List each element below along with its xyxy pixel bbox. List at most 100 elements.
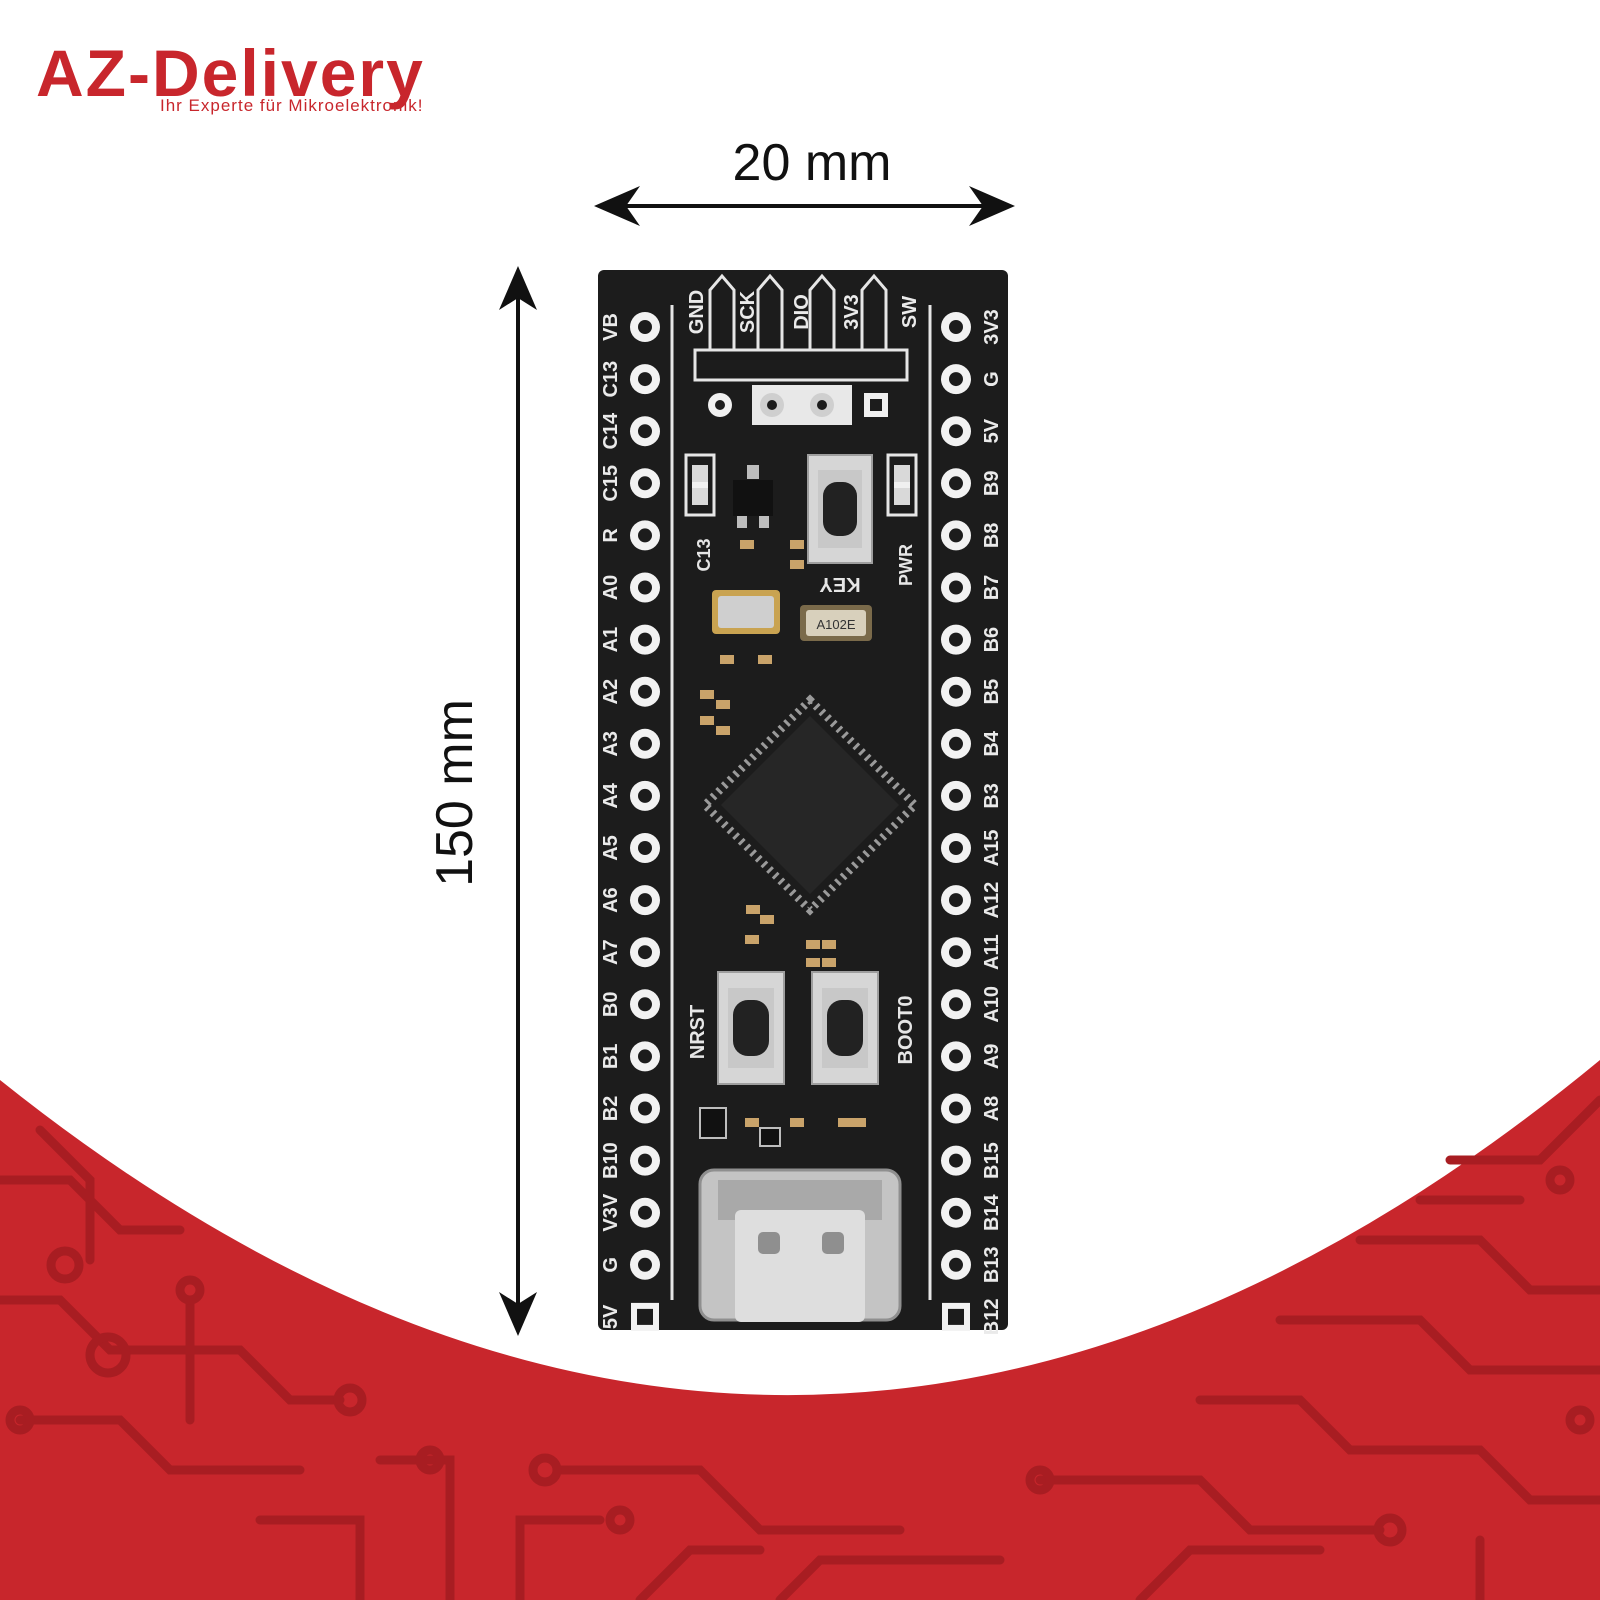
brand-logo: AZ-Delivery Ihr Experte für Mikroelektro… bbox=[36, 36, 425, 115]
right-pin-label: B7 bbox=[981, 575, 1003, 601]
right-pin-b6 bbox=[941, 624, 971, 655]
smd-component bbox=[838, 1118, 852, 1127]
left-pin-label: A1 bbox=[600, 627, 622, 653]
left-pin-label: B0 bbox=[600, 992, 622, 1018]
stm32-board: VBC13C14C15RA0A1A2A3A4A5A6A7B0B1B2B10V3V… bbox=[598, 270, 1008, 1335]
left-pin-a6 bbox=[630, 885, 660, 916]
right-pin-b15 bbox=[941, 1145, 971, 1176]
left-pin-label: A6 bbox=[600, 887, 622, 913]
right-pin-b14 bbox=[941, 1197, 971, 1228]
nrst-label: NRST bbox=[687, 1005, 709, 1059]
debug-pin-label: DIO bbox=[791, 294, 813, 330]
left-pin-a5 bbox=[630, 833, 660, 863]
led-c13 bbox=[684, 453, 716, 517]
left-pin-c14 bbox=[630, 416, 660, 447]
left-pin-label: B2 bbox=[600, 1096, 622, 1122]
right-pin-label: B12 bbox=[981, 1299, 1003, 1336]
left-pin-b10 bbox=[630, 1145, 660, 1176]
left-pin-a2 bbox=[630, 676, 660, 707]
height-label: 150 mm bbox=[426, 699, 484, 887]
brand-tagline: Ihr Experte für Mikroelektronik! bbox=[160, 96, 423, 115]
left-pin-a0 bbox=[630, 572, 660, 603]
left-pin-label: C13 bbox=[600, 361, 622, 398]
right-pin-a11 bbox=[941, 937, 971, 968]
left-pin-label: A5 bbox=[600, 835, 622, 861]
voltage-regulator bbox=[733, 480, 773, 516]
smd-component bbox=[790, 560, 804, 569]
right-pin-label: A11 bbox=[981, 934, 1003, 970]
right-pin-label: B14 bbox=[981, 1193, 1003, 1231]
right-pin-label: B3 bbox=[981, 783, 1003, 809]
left-pin-label: R bbox=[600, 528, 622, 543]
left-pin-label: C15 bbox=[600, 465, 622, 502]
left-pin-label: A2 bbox=[600, 679, 622, 705]
right-pin-b13 bbox=[941, 1249, 971, 1280]
smd-component bbox=[852, 1118, 866, 1127]
right-pin-a9 bbox=[941, 1041, 971, 1072]
key-label: KEY bbox=[819, 573, 861, 595]
right-pin-g bbox=[941, 364, 971, 395]
right-pin-label: A10 bbox=[981, 986, 1003, 1023]
boot0-label: BOOT0 bbox=[895, 996, 917, 1065]
arrow-right-icon bbox=[969, 186, 1015, 226]
left-pin-a4 bbox=[630, 780, 660, 811]
smd-component bbox=[790, 1118, 804, 1127]
crystal-32khz: A102E bbox=[800, 605, 872, 641]
right-pin-label: A12 bbox=[981, 882, 1003, 919]
smd-component bbox=[790, 540, 804, 549]
left-pin-label: C14 bbox=[600, 412, 622, 450]
right-pin-a12 bbox=[941, 885, 971, 916]
right-pin-label: A9 bbox=[981, 1044, 1003, 1070]
right-pin-label: B8 bbox=[981, 523, 1003, 549]
right-pin-b3 bbox=[941, 780, 971, 811]
arrow-up-icon bbox=[499, 266, 537, 310]
right-pin-b8 bbox=[941, 520, 971, 551]
crystal-label: A102E bbox=[816, 617, 855, 632]
smd-component bbox=[760, 915, 774, 924]
right-pin-label: B6 bbox=[981, 627, 1003, 653]
left-pin-label: 5V bbox=[600, 1304, 622, 1329]
right-pin-3v3 bbox=[941, 312, 971, 342]
left-pin-b2 bbox=[630, 1093, 660, 1124]
smd-ic bbox=[699, 1107, 727, 1139]
right-pin-b9 bbox=[941, 468, 971, 499]
left-pin-c15 bbox=[630, 468, 660, 499]
left-pin-g bbox=[630, 1249, 660, 1280]
smd-component bbox=[745, 935, 759, 944]
smd-component bbox=[822, 940, 836, 949]
right-pin-a8 bbox=[941, 1093, 971, 1124]
smd-component bbox=[740, 540, 754, 549]
key-button bbox=[807, 454, 873, 564]
right-pin-header: 3V3G5VB9B8B7B6B5B4B3A15A12A11A10A9A8B15B… bbox=[941, 309, 1003, 1335]
smd-component bbox=[758, 655, 772, 664]
boot0-button bbox=[811, 971, 879, 1085]
left-pin-label: V3V bbox=[600, 1193, 622, 1231]
left-pin-a7 bbox=[630, 937, 660, 968]
right-pin-label: A15 bbox=[981, 830, 1003, 867]
left-pin-label: A3 bbox=[600, 731, 622, 757]
width-arrow bbox=[594, 186, 1015, 226]
smd-component bbox=[720, 655, 734, 664]
mcu-chip bbox=[699, 694, 921, 916]
width-label: 20 mm bbox=[733, 134, 892, 192]
smd-ic bbox=[759, 1127, 781, 1147]
right-pin-label: B4 bbox=[981, 730, 1003, 756]
smd-component bbox=[806, 940, 820, 949]
right-pin-label: B5 bbox=[981, 679, 1003, 705]
right-pin-label: B9 bbox=[981, 471, 1003, 497]
arrow-down-icon bbox=[499, 1292, 537, 1336]
right-pin-label: 5V bbox=[981, 418, 1003, 443]
smd-component bbox=[806, 958, 820, 967]
right-pin-b4 bbox=[941, 728, 971, 759]
right-pin-label: A8 bbox=[981, 1096, 1003, 1122]
smd-component bbox=[716, 700, 730, 709]
left-pin-b1 bbox=[630, 1041, 660, 1072]
brand-name: AZ-Delivery bbox=[36, 36, 425, 110]
right-pin-label: B13 bbox=[981, 1246, 1003, 1283]
right-pin-b5 bbox=[941, 676, 971, 707]
left-pin-vb bbox=[630, 312, 660, 342]
